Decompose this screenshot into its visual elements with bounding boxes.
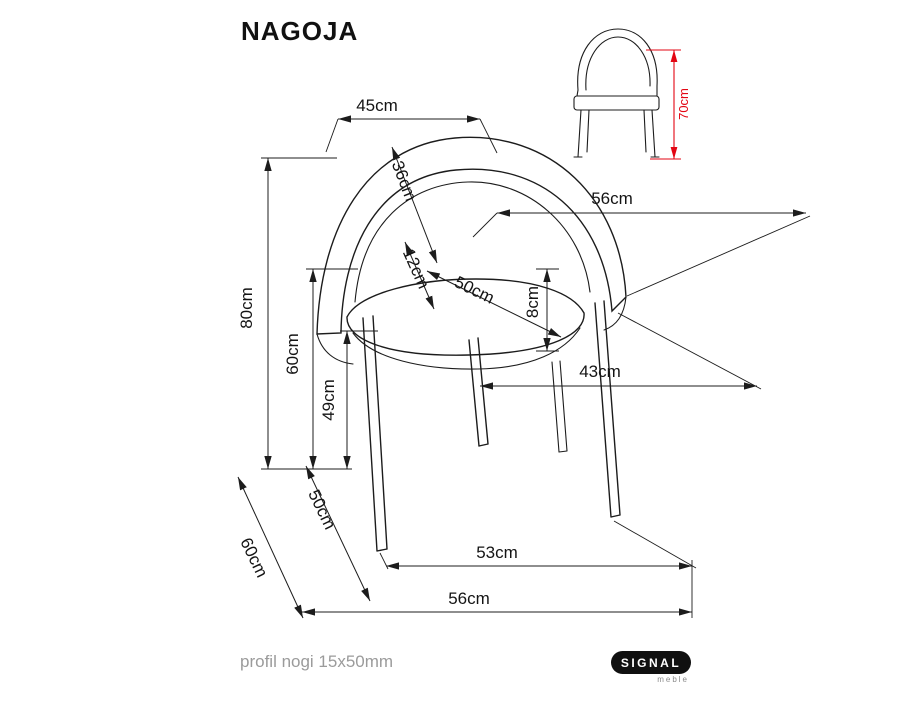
brand-logo: SIGNAL meble: [611, 651, 693, 684]
leg-front-right: [594, 300, 621, 518]
dim-front-inner-width: 43cm: [480, 312, 762, 390]
leg-profile-note: profil nogi 15x50mm: [240, 652, 394, 671]
dim-label-armrest-height: 60cm: [283, 333, 302, 375]
brand-logo-text: SIGNAL: [620, 655, 682, 670]
page-title: NAGOJA: [241, 16, 359, 46]
dim-label-total-width: 56cm: [448, 589, 490, 608]
dim-total-width: 56cm: [302, 560, 693, 618]
dim-front-span: 53cm: [379, 520, 697, 570]
inset-armrest-edges: [576, 85, 658, 97]
dim-label-seat-width: 50cm: [452, 272, 498, 307]
backrest-band: [316, 136, 627, 335]
dim-label-cushion-thickness: 8cm: [523, 286, 542, 318]
leg-back-left: [468, 337, 489, 447]
dim-label-back-width: 56cm: [591, 189, 633, 208]
dim-label-inset-height: 70cm: [676, 88, 691, 120]
leg-front-left: [362, 315, 388, 552]
dim-label-seat-depth: 50cm: [304, 487, 339, 533]
dim-label-seat-height: 49cm: [319, 379, 338, 421]
dim-backrest-height: 36cm: [388, 146, 438, 264]
inset-backrest-inner: [585, 36, 651, 91]
brand-logo-pill: SIGNAL: [611, 651, 691, 674]
dim-top-width: 45cm: [325, 96, 498, 154]
dim-seat-depth: 50cm: [304, 465, 371, 602]
inset-dim-height: 70cm: [646, 49, 691, 160]
armrest-right-wrap: [603, 296, 627, 331]
dim-total-depth: 60cm: [236, 476, 304, 619]
dim-back-width: 56cm: [472, 189, 811, 297]
backrest-inner-face: [354, 181, 591, 303]
dim-label-front-span: 53cm: [476, 543, 518, 562]
leg-back-right: [551, 360, 568, 453]
dim-seat-height: 49cm: [319, 330, 378, 469]
dim-total-height: 80cm: [237, 157, 352, 470]
inset-legs: [573, 109, 660, 158]
dim-label-total-height: 80cm: [237, 287, 256, 329]
dim-label-cushion-side: 12cm: [399, 246, 433, 292]
dim-label-top-width: 45cm: [356, 96, 398, 115]
dim-armrest-height: 60cm: [283, 268, 358, 469]
seat-front-edge: [352, 327, 581, 370]
armrest-left-wrap: [316, 333, 354, 365]
dim-label-front-inner-width: 43cm: [579, 362, 621, 381]
dim-cushion-side: 12cm: [399, 241, 435, 310]
inset-chair-drawing: 70cm: [573, 28, 691, 160]
brand-logo-subtext: meble: [657, 675, 689, 684]
inset-seat: [573, 95, 660, 111]
dim-label-total-depth: 60cm: [236, 535, 271, 581]
inset-backrest-outer: [577, 28, 658, 91]
dim-cushion-thickness: 8cm: [523, 268, 559, 352]
chair-drawing: [316, 136, 627, 552]
